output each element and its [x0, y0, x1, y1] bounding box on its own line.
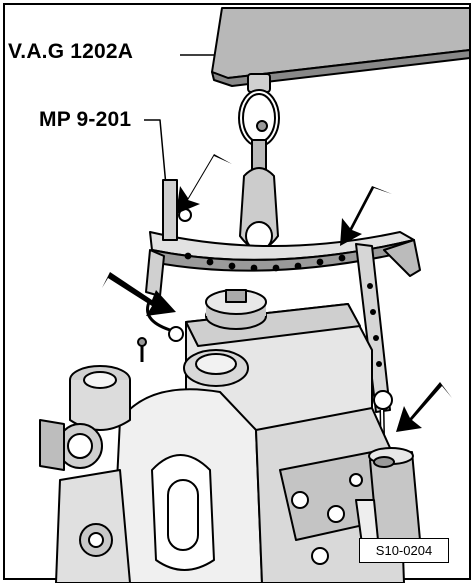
- arrow-icon: [340, 186, 392, 246]
- crane-arm: [180, 7, 471, 87]
- crane-hook: [238, 73, 280, 251]
- indicator-arrows: [102, 154, 452, 432]
- tool-label-vag: V.A.G 1202A: [8, 40, 134, 63]
- arrow-icon: [396, 382, 452, 432]
- engine-block: [39, 289, 421, 583]
- arrow-icon: [176, 154, 232, 214]
- figure-id: S10-0204: [359, 538, 449, 563]
- tool-label-mp: MP 9-201: [39, 108, 132, 131]
- arrow-icon: [102, 272, 176, 316]
